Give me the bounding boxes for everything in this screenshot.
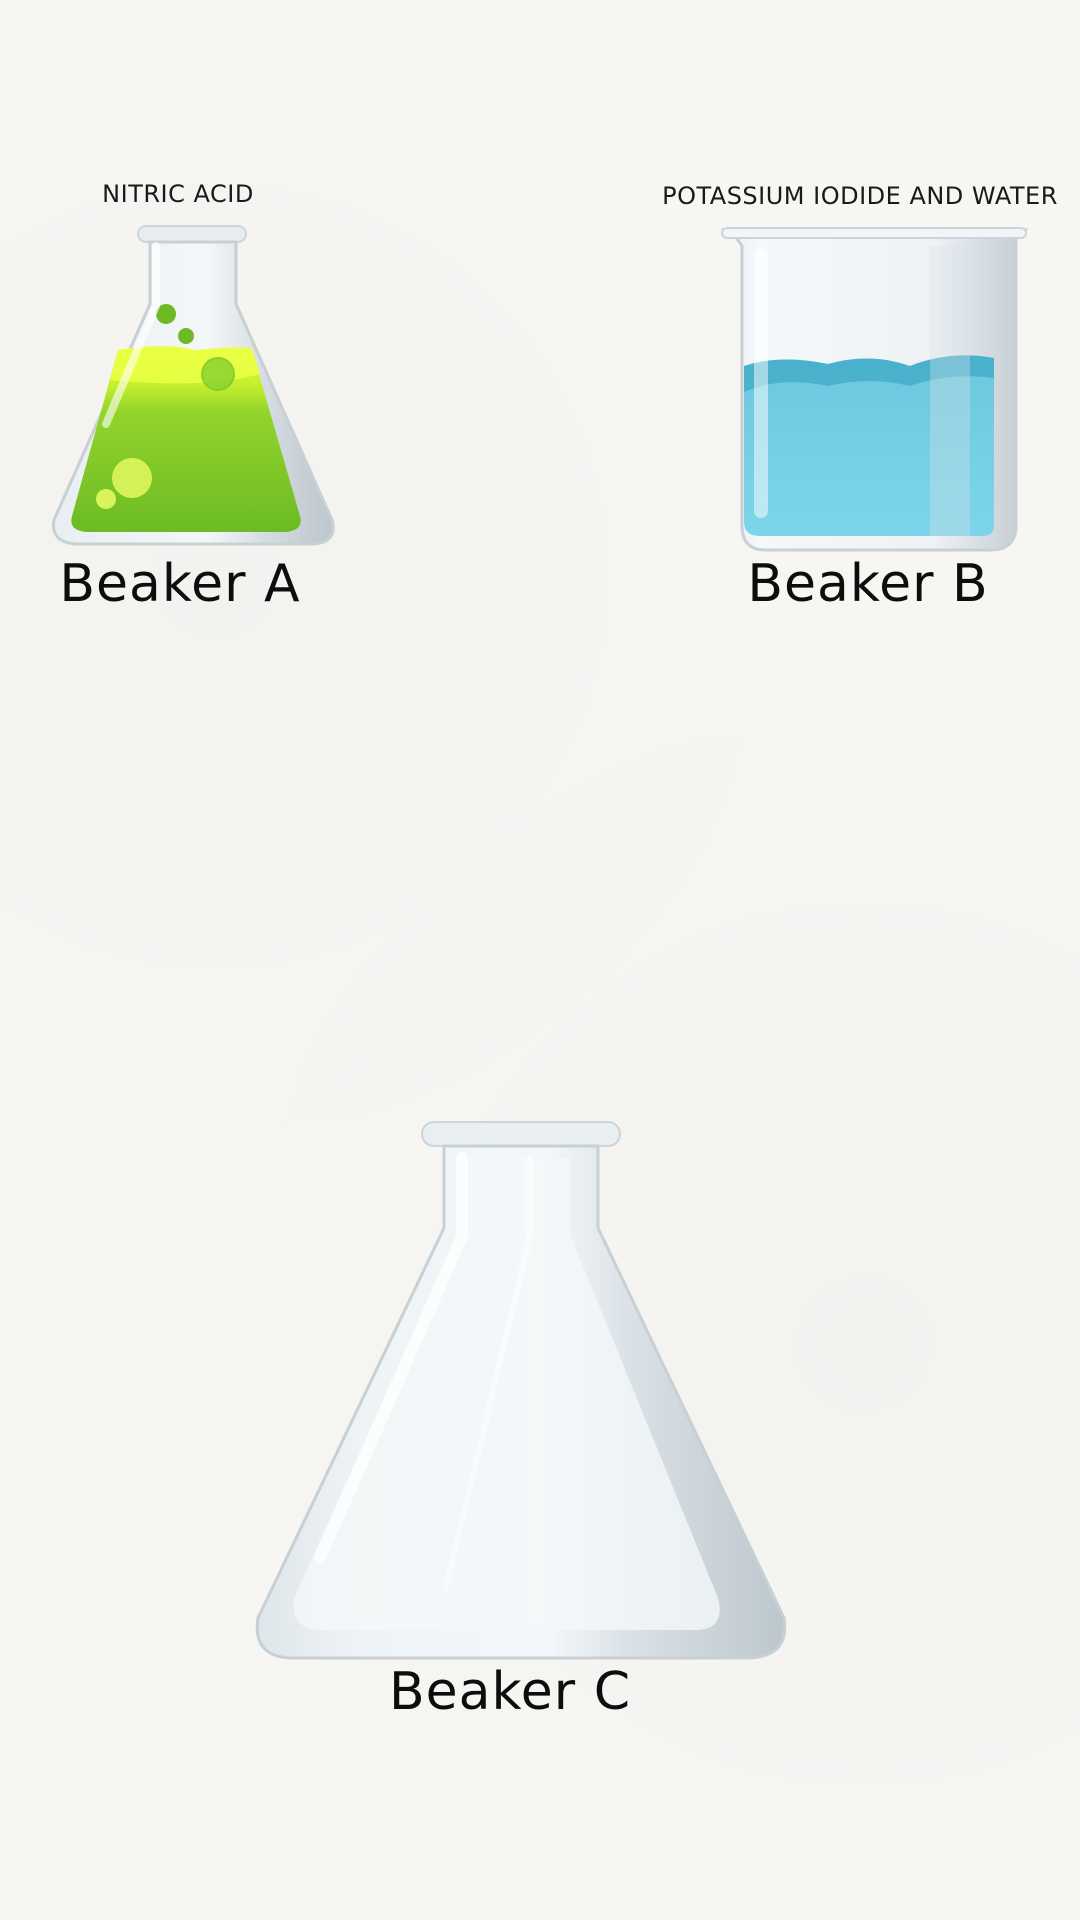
beaker-b-beaker[interactable]: [720, 226, 1032, 556]
flask-a-icon: [51, 225, 335, 546]
beaker-c-name: Beaker C: [389, 1662, 631, 1722]
beaker-a-name: Beaker A: [59, 554, 301, 614]
flask-c-icon: [255, 1121, 787, 1660]
beaker-a-flask[interactable]: [46, 224, 338, 550]
beaker-a-contents-label: NITRIC ACID: [102, 180, 254, 208]
beaker-c-flask[interactable]: [250, 1118, 792, 1664]
beaker-b-icon: [721, 227, 1029, 552]
beaker-b-contents-label: POTASSIUM IODIDE AND WATER: [662, 182, 1058, 210]
beaker-b-name: Beaker B: [747, 554, 989, 614]
